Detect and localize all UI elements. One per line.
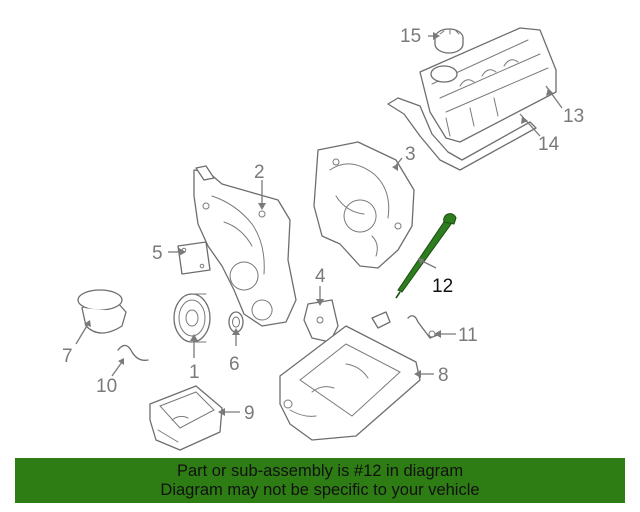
callout-6[interactable]: 6 [229, 354, 240, 375]
callout-14[interactable]: 14 [538, 134, 560, 155]
part-oil-filler-cap[interactable] [434, 28, 464, 54]
callout-1[interactable]: 1 [189, 362, 200, 383]
info-banner: Part or sub-assembly is #12 in diagram D… [15, 458, 625, 503]
callout-labels: 1 2 3 4 5 6 7 8 9 10 11 12 13 14 15 [62, 26, 584, 424]
part-oil-pan-upper[interactable] [279, 311, 421, 441]
part-inner-timing-cover[interactable] [313, 141, 415, 269]
part-front-timing-cover[interactable] [193, 165, 297, 327]
callout-10[interactable]: 10 [96, 376, 117, 397]
parts-diagram: 1 2 3 4 5 6 7 8 9 10 11 12 13 14 15 [62, 26, 584, 451]
part-valve-cover-gasket[interactable] [387, 97, 537, 171]
callout-3[interactable]: 3 [405, 144, 416, 165]
part-oil-filter[interactable] [77, 289, 127, 334]
part-oil-dipstick[interactable] [395, 213, 457, 299]
callout-11[interactable]: 11 [458, 325, 478, 346]
callout-12[interactable]: 12 [432, 276, 453, 297]
banner-line-part: Part or sub-assembly is #12 in diagram [176, 462, 464, 480]
callout-15[interactable]: 15 [400, 26, 421, 47]
part-crank-pulley[interactable] [173, 293, 211, 343]
callout-13[interactable]: 13 [563, 106, 584, 127]
callout-9[interactable]: 9 [244, 403, 255, 424]
part-bracket-pipe[interactable] [117, 344, 149, 361]
callout-4[interactable]: 4 [315, 266, 326, 287]
part-oil-pan-lower[interactable] [149, 385, 223, 451]
callout-7[interactable]: 7 [62, 346, 73, 367]
callout-5[interactable]: 5 [152, 243, 163, 264]
callout-8[interactable]: 8 [438, 365, 449, 386]
callout-2[interactable]: 2 [254, 162, 265, 183]
leader-lines [75, 35, 563, 413]
arrowheads [84, 32, 553, 416]
banner-line-disclaimer: Diagram may not be specific to your vehi… [160, 481, 480, 499]
part-valve-cover[interactable] [419, 27, 557, 143]
part-cover-plate[interactable] [177, 241, 211, 275]
